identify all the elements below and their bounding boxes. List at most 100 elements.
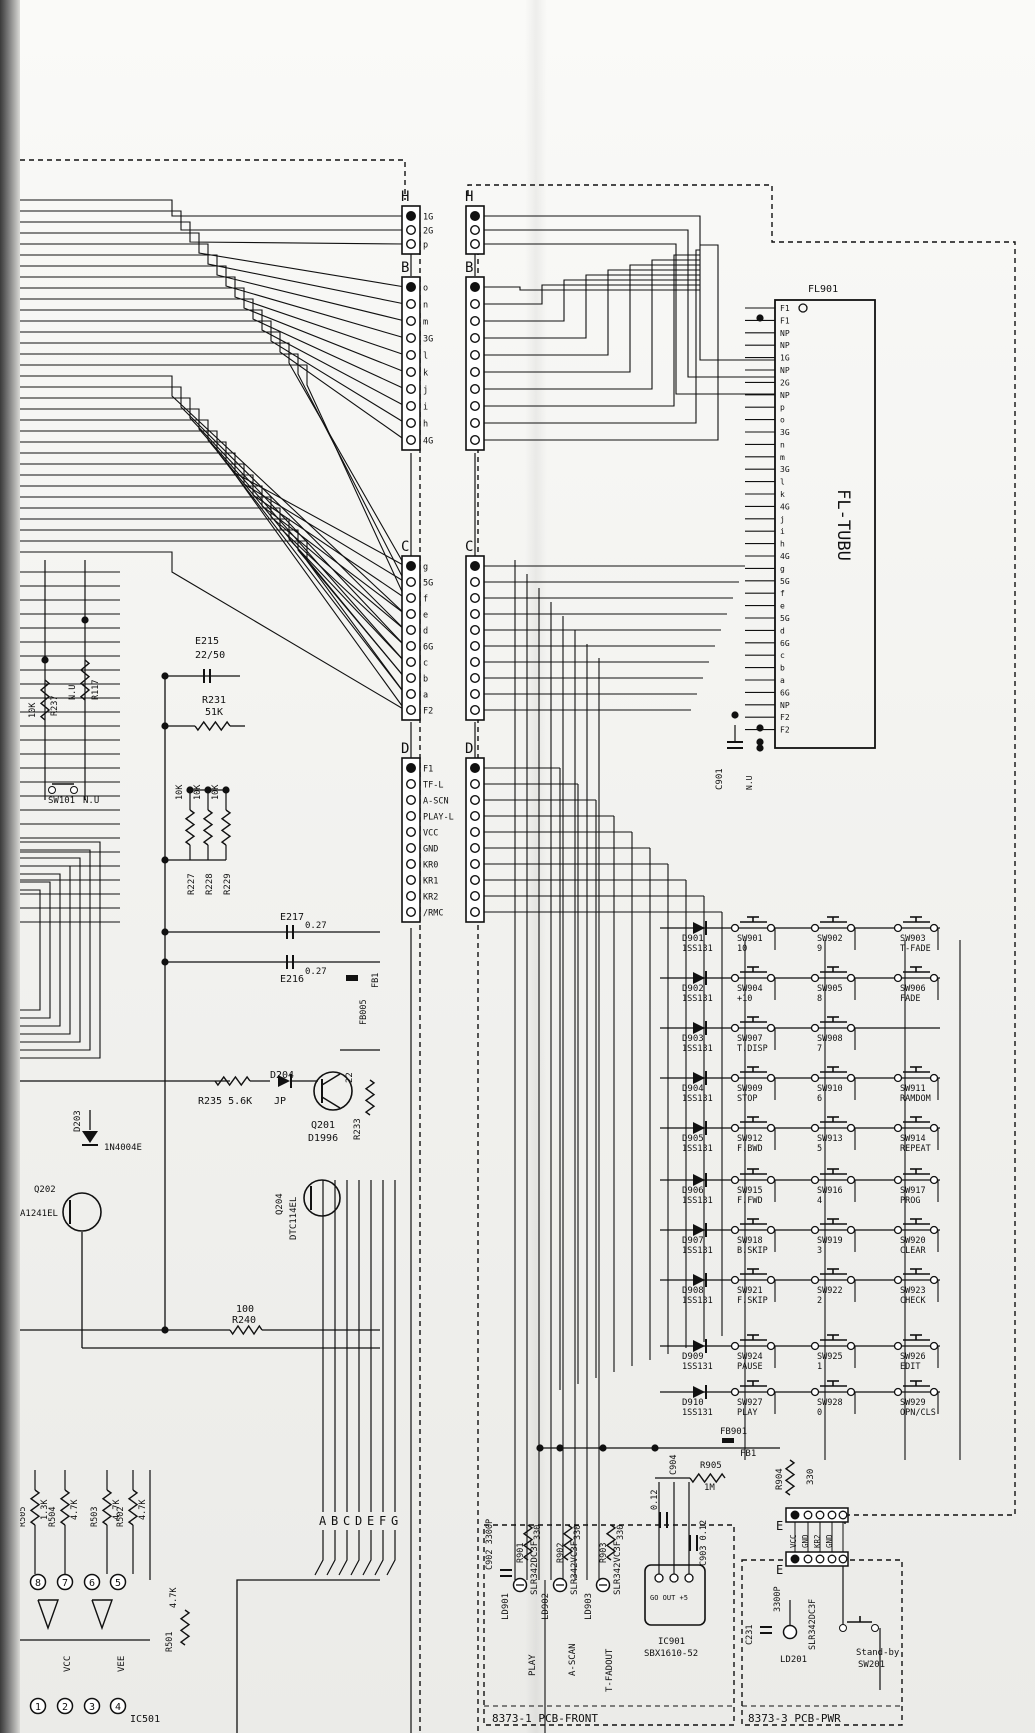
fl-tube-pin-label: j xyxy=(780,515,785,524)
dashed-boundary xyxy=(20,159,406,200)
ld201-value: SLR342DC3F xyxy=(808,1599,818,1650)
switch-contact xyxy=(893,973,903,983)
e217-value: 0.27 xyxy=(305,921,327,931)
sw201-value: Stand-by xyxy=(856,1648,900,1658)
connector-pin xyxy=(790,1510,800,1520)
sw101-value: N.U xyxy=(83,796,99,806)
fl-tube-pin-label: n xyxy=(780,440,785,449)
r502-value: 4.7K xyxy=(138,1499,148,1520)
fb005-ref: FB005 xyxy=(359,999,369,1025)
transistor-lead xyxy=(321,1096,341,1109)
connector-pin-label: F2 xyxy=(423,707,433,717)
connector-pin xyxy=(470,811,481,822)
switch-contact xyxy=(846,1073,856,1083)
d204-ref: D204 xyxy=(270,1070,294,1081)
r117-resistor xyxy=(79,659,91,701)
diode-d903 xyxy=(693,1021,707,1035)
connector-pin-label: TF-L xyxy=(423,781,443,791)
connector-pin xyxy=(406,907,417,918)
right-bus-wire xyxy=(481,269,700,356)
switch-function: 7 xyxy=(817,1044,822,1054)
switch-contact xyxy=(846,1341,856,1351)
right-bus-wire xyxy=(481,244,719,441)
ic501-pin xyxy=(29,1573,47,1591)
switch-contact xyxy=(929,1341,939,1351)
r240-resistor xyxy=(229,1324,263,1336)
fl-tube-pin-label: NP xyxy=(780,366,790,375)
ic501-pin xyxy=(83,1697,101,1715)
switch-contact xyxy=(846,973,856,983)
e216-ref: E216 xyxy=(280,974,304,985)
junction-dot xyxy=(756,744,764,752)
dashed-boundary xyxy=(467,184,1016,1525)
switch-ref: SW920 xyxy=(900,1236,926,1246)
connector-pin xyxy=(470,224,481,235)
switch-ref: SW905 xyxy=(817,984,843,994)
switch-contact xyxy=(730,1225,740,1235)
q202-transistor xyxy=(62,1192,102,1232)
switch-contact xyxy=(846,1175,856,1185)
left-bus-wire xyxy=(20,276,406,356)
connector-pin xyxy=(803,1510,813,1520)
switch-ref: SW927 xyxy=(737,1398,763,1408)
left-bus-wire xyxy=(20,331,406,441)
bus-label: A xyxy=(319,1514,327,1528)
switch-ref: SW909 xyxy=(737,1084,763,1094)
connector-pin xyxy=(470,843,481,854)
switch-ref: SW903 xyxy=(900,934,926,944)
ic501-pin xyxy=(29,1697,47,1715)
switch-ref: SW907 xyxy=(737,1034,763,1044)
ld903-ref: LD903 xyxy=(584,1593,594,1620)
switch-ref: SW922 xyxy=(817,1286,843,1296)
connector-pin xyxy=(406,299,417,310)
diode-d904 xyxy=(693,1071,707,1085)
fl-tube-pin-label: 3G xyxy=(780,428,790,437)
connector-letter: B xyxy=(465,260,473,276)
pwr-connector-label: E xyxy=(776,1519,783,1533)
pwr-connector xyxy=(785,1507,849,1567)
left-bus-wire xyxy=(20,298,406,390)
switch-contact xyxy=(846,923,856,933)
connector-letter: H xyxy=(401,189,409,205)
fl-tube-pin-label: m xyxy=(780,453,785,462)
bus-wire xyxy=(338,1530,348,1576)
ic501-pin-number: 6 xyxy=(89,1578,95,1589)
left-bus-wire xyxy=(20,507,406,647)
diode-part: 1SS131 xyxy=(682,1362,713,1372)
ic501-pin-number: 8 xyxy=(35,1578,41,1589)
switch-contact xyxy=(893,923,903,933)
switch-contact xyxy=(730,1073,740,1083)
left-bus-wire xyxy=(20,342,406,567)
switch-function: 5 xyxy=(817,1144,822,1154)
connector-pin xyxy=(470,333,481,344)
connector-pin xyxy=(470,593,481,604)
junction-dot xyxy=(536,1444,544,1452)
transistor-lead xyxy=(321,1073,341,1086)
bus-label: G xyxy=(391,1514,398,1528)
left-bracket-wire xyxy=(20,873,61,1027)
fl-tube: FL901FL-TUBUF1F1NPNP1GNP2GNPpo3Gnm3Glk4G… xyxy=(774,284,876,749)
bus-label: D xyxy=(355,1514,362,1528)
connector-pin xyxy=(406,705,417,716)
switch-contact xyxy=(893,1387,903,1397)
r229-resistor xyxy=(220,809,232,846)
diode-part: 1SS131 xyxy=(682,944,713,954)
switch-contact xyxy=(929,1123,939,1133)
ic901-pin xyxy=(669,1573,679,1583)
fl-tube-pin-label: h xyxy=(780,540,785,549)
r901-value: 330 xyxy=(533,1525,543,1540)
bus-wire xyxy=(374,1530,384,1576)
switch-ref: SW917 xyxy=(900,1186,926,1196)
e217-capacitor xyxy=(286,925,294,939)
switch-function: F.FWD xyxy=(737,1196,763,1206)
wire xyxy=(236,1579,380,1733)
q204-value: DTC114EL xyxy=(289,1197,299,1240)
fl-tube-pin-label: F2 xyxy=(780,726,790,735)
